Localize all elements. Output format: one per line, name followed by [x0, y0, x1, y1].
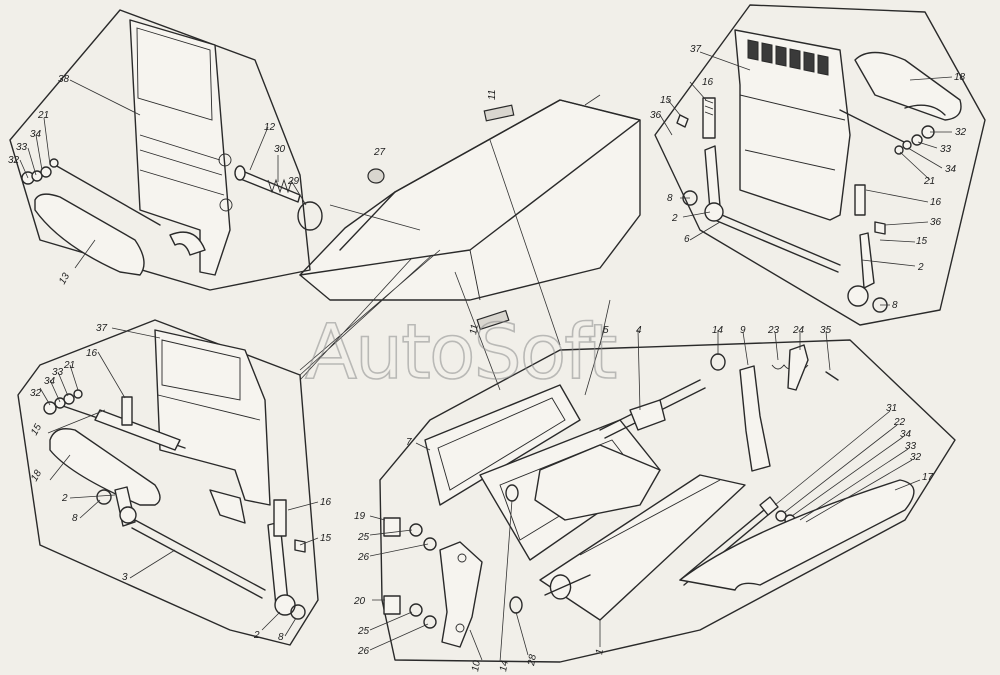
part-label-1: 1	[594, 648, 606, 655]
part-label-14: 14	[498, 659, 511, 672]
assembly-arrows	[299, 94, 611, 391]
part-label-34: 34	[945, 164, 957, 175]
part-label-21: 21	[63, 360, 75, 371]
panel-upper-left	[9, 9, 323, 291]
part-label-4: 4	[636, 325, 642, 336]
part-label-32: 32	[955, 127, 967, 138]
part-label-2: 2	[253, 630, 260, 641]
part-label-23: 23	[767, 325, 780, 336]
part-label-11: 11	[468, 323, 481, 335]
part-label-11: 11	[487, 90, 498, 100]
part-label-8: 8	[892, 300, 898, 311]
panel-upper-right	[654, 4, 986, 326]
part-label-18: 18	[954, 72, 966, 83]
part-label-15: 15	[916, 236, 928, 247]
part-label-17: 17	[922, 472, 934, 483]
part-label-21: 21	[37, 110, 49, 121]
panel-lower-left	[17, 319, 319, 646]
part-label-10: 10	[470, 659, 483, 672]
part-label-33: 33	[940, 144, 952, 155]
part-label-2: 2	[61, 493, 68, 504]
part-label-8: 8	[278, 632, 284, 643]
leader-lines	[19, 51, 953, 663]
part-label-19: 19	[354, 511, 366, 522]
part-label-36: 36	[650, 110, 662, 121]
part-label-33: 33	[52, 367, 64, 378]
seat-cushion-part	[299, 99, 641, 301]
part-label-36: 36	[930, 217, 942, 228]
part-label-34: 34	[900, 429, 912, 440]
part-label-38: 38	[58, 74, 70, 85]
part-label-16: 16	[320, 497, 332, 508]
watermark-text: AutoSoft	[305, 307, 616, 396]
part-label-34: 34	[30, 129, 42, 140]
part-label-24: 24	[792, 325, 805, 336]
part-label-6: 6	[684, 234, 690, 245]
part-label-25: 25	[357, 532, 370, 543]
part-label-22: 22	[893, 417, 906, 428]
part-label-12: 12	[264, 122, 276, 133]
cap-27	[367, 168, 385, 184]
part-label-32: 32	[8, 155, 20, 166]
part-label-8: 8	[667, 193, 673, 204]
part-label-33: 33	[16, 142, 28, 153]
part-label-35: 35	[820, 325, 832, 336]
clip-11-upper	[483, 104, 515, 122]
part-label-26: 26	[357, 552, 370, 563]
part-label-16: 16	[702, 77, 714, 88]
part-label-2: 2	[671, 213, 678, 224]
part-label-16: 16	[86, 348, 98, 359]
part-label-32: 32	[30, 388, 42, 399]
part-label-20: 20	[353, 596, 366, 607]
part-label-27: 27	[373, 147, 386, 158]
part-label-13: 13	[57, 271, 72, 287]
part-label-15: 15	[29, 422, 44, 438]
part-label-29: 29	[287, 176, 300, 187]
part-label-3: 3	[122, 572, 128, 583]
part-label-15: 15	[320, 533, 332, 544]
part-label-8: 8	[72, 513, 78, 524]
part-label-31: 31	[886, 403, 897, 414]
part-label-32: 32	[910, 452, 922, 463]
part-label-37: 37	[96, 323, 108, 334]
part-label-9: 9	[740, 325, 746, 336]
part-label-26: 26	[357, 646, 370, 657]
part-label-5: 5	[603, 325, 609, 336]
part-label-30: 30	[274, 144, 286, 155]
part-label-7: 7	[406, 437, 412, 448]
part-label-33: 33	[905, 441, 917, 452]
part-label-16: 16	[930, 197, 942, 208]
panel-lower-right	[379, 339, 956, 663]
part-label-37: 37	[690, 44, 702, 55]
part-label-15: 15	[660, 95, 672, 106]
part-number-labels: 3821343332123029132711113716153618323334…	[8, 44, 967, 673]
clip-11-lower	[476, 309, 510, 331]
part-label-28: 28	[526, 653, 539, 667]
part-label-2: 2	[917, 262, 924, 273]
part-label-18: 18	[29, 468, 44, 484]
part-label-25: 25	[357, 626, 370, 637]
part-label-21: 21	[923, 176, 935, 187]
part-label-14: 14	[712, 325, 724, 336]
part-label-34: 34	[44, 376, 56, 387]
